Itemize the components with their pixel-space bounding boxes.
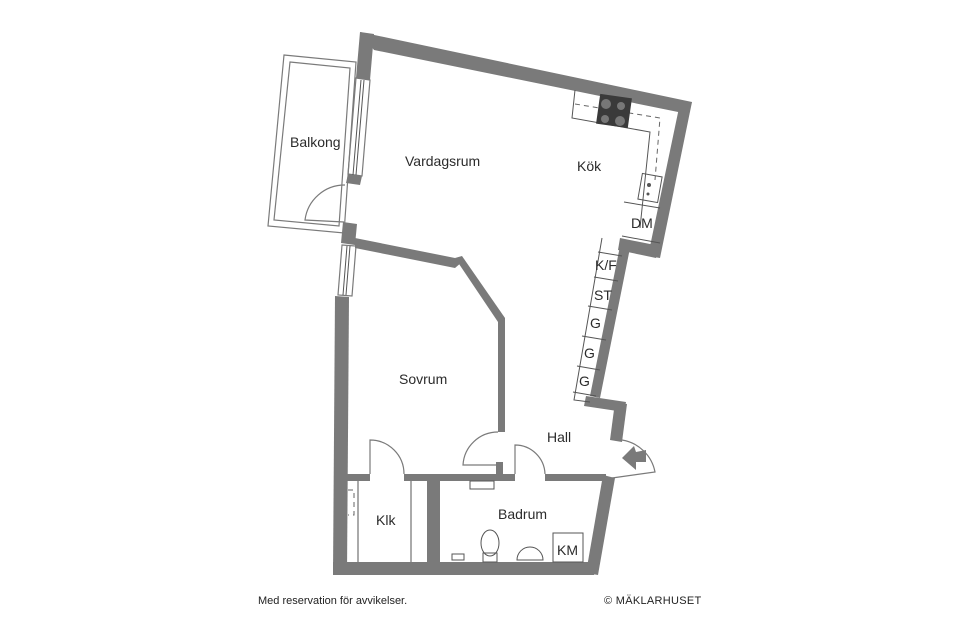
fixture-label-km: KM	[557, 542, 578, 558]
toilet-icon	[480, 529, 500, 557]
exterior-walls	[333, 32, 692, 575]
room-label-kok: Kök	[577, 158, 602, 174]
room-label-vardagsrum: Vardagsrum	[405, 153, 480, 169]
fixture-label-g1: G	[590, 315, 601, 331]
interior-walls	[347, 238, 606, 565]
fixture-label-g2: G	[584, 345, 595, 361]
fixture-label-kf: K/F	[595, 257, 617, 273]
sink-icon	[516, 546, 544, 561]
storage-column	[572, 237, 623, 403]
washing-machine-box	[552, 532, 584, 563]
room-label-balkong: Balkong	[290, 134, 341, 150]
sink-icon	[637, 172, 663, 204]
closet-fixtures	[348, 481, 412, 562]
room-label-badrum: Badrum	[498, 506, 547, 522]
room-label-klk: Klk	[376, 512, 396, 528]
balcony-door-swing	[304, 184, 346, 223]
fixture-label-g3: G	[579, 373, 590, 389]
stove-icon	[596, 93, 632, 129]
bathroom-fixtures	[451, 480, 584, 563]
entrance-arrow-icon	[622, 446, 646, 470]
room-label-hall: Hall	[547, 429, 571, 445]
door-swings	[369, 431, 656, 479]
fixture-label-st: ST	[594, 287, 612, 303]
windows	[337, 77, 371, 297]
copyright-text: © MÄKLARHUSET	[604, 595, 702, 607]
fixture-label-dm: DM	[631, 215, 653, 231]
room-label-sovrum: Sovrum	[399, 371, 447, 387]
kitchen-counter	[571, 89, 663, 244]
disclaimer-text: Med reservation för avvikelser.	[258, 595, 408, 607]
